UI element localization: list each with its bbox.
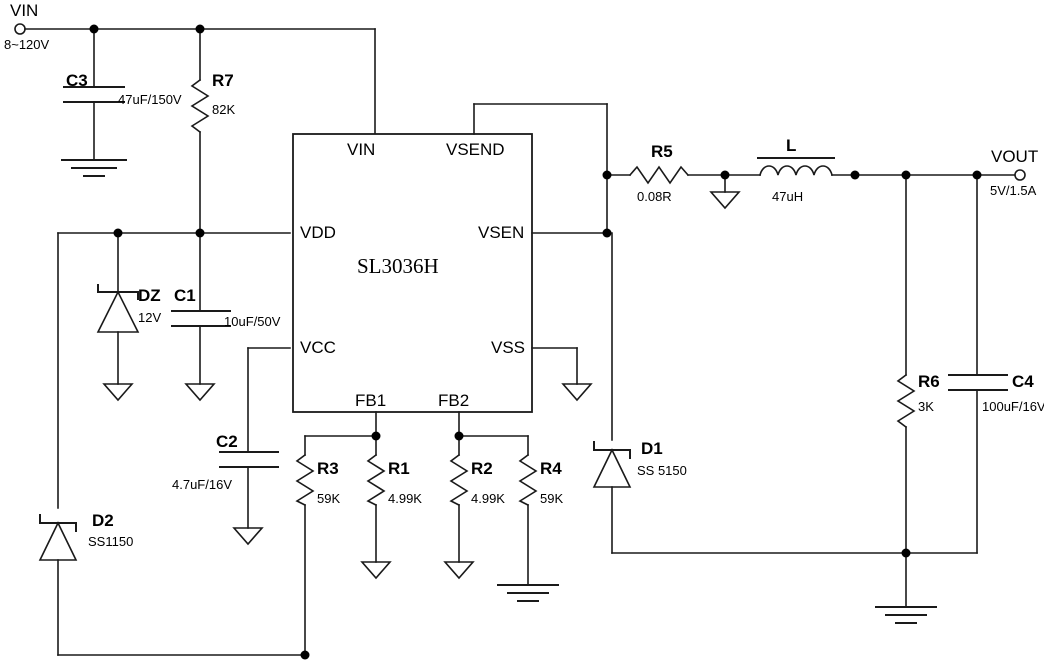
value-c1: 10uF/50V [224, 314, 281, 329]
value-r4: 59K [540, 491, 564, 506]
vin-terminal-spec: 8~120V [4, 37, 50, 52]
ref-c3: C3 [66, 71, 88, 90]
junction-dot [602, 170, 612, 180]
ref-l: L [786, 136, 797, 155]
ic-part-number: SL3036H [357, 254, 439, 278]
r5-node-ground-triangle [709, 191, 741, 210]
junction-dot [602, 228, 612, 238]
ref-r3: R3 [317, 459, 339, 478]
pin-label-vin: VIN [347, 140, 376, 159]
pin-label-vsen: VSEN [478, 223, 525, 242]
r1-ground-triangle [360, 561, 392, 580]
r3-zigzag [295, 453, 315, 507]
value-r1: 4.99K [388, 491, 422, 506]
ic-body [292, 133, 533, 413]
value-d2: SS1150 [88, 534, 134, 549]
value-c4: 100uF/16V [982, 399, 1044, 414]
l-coils [759, 165, 833, 176]
pin-label-vsend: VSEND [446, 140, 505, 159]
junction-dot [972, 170, 982, 180]
pin-label-vcc: VCC [300, 338, 336, 357]
value-r3: 59K [317, 491, 341, 506]
pin-label-fb2: FB2 [438, 391, 470, 410]
c2-ground-triangle [232, 527, 264, 546]
r2-ground-triangle [443, 561, 475, 580]
value-dz: 12V [138, 310, 162, 325]
pin-label-fb1: FB1 [355, 391, 387, 410]
ref-r1: R1 [388, 459, 410, 478]
ref-c1: C1 [174, 286, 196, 305]
r6-zigzag [896, 373, 916, 429]
r4-zigzag [518, 453, 538, 507]
ref-r7: R7 [212, 71, 234, 90]
ref-d2: D2 [92, 511, 114, 530]
ref-c2: C2 [216, 432, 238, 451]
r2-zigzag [449, 453, 469, 507]
value-r7: 82K [212, 102, 236, 117]
dz-ground-triangle [102, 383, 134, 402]
junction-dot [195, 228, 205, 238]
vout-terminal-spec: 5V/1.5A [990, 183, 1037, 198]
ref-r2: R2 [471, 459, 493, 478]
ref-d1: D1 [641, 439, 663, 458]
r1-zigzag [366, 453, 386, 507]
junction-dot [901, 548, 911, 558]
pin-label-vdd: VDD [300, 223, 336, 242]
vout-terminal-label: VOUT [991, 147, 1039, 166]
vin-terminal-circle [14, 23, 26, 35]
junction-dot [901, 170, 911, 180]
junction-dot [720, 170, 730, 180]
r5-zigzag [628, 165, 690, 185]
d2-triangle [38, 521, 78, 561]
ref-r4: R4 [540, 459, 562, 478]
junction-dot [89, 24, 99, 34]
ref-dz: DZ [138, 286, 161, 305]
value-c3: 47uF/150V [118, 92, 182, 107]
junction-dot [113, 228, 123, 238]
junction-dot [371, 431, 381, 441]
value-r5: 0.08R [637, 189, 672, 204]
junction-dot [300, 650, 310, 660]
ref-r6: R6 [918, 372, 940, 391]
r7-zigzag [190, 78, 210, 134]
junction-dot [850, 170, 860, 180]
dz-triangle [96, 290, 140, 333]
value-l: 47uH [772, 189, 804, 204]
value-r2: 4.99K [471, 491, 505, 506]
value-d1: SS 5150 [637, 463, 687, 478]
pin-label-vss: VSS [491, 338, 526, 357]
c1-ground-triangle [184, 383, 216, 402]
vin-terminal-label: VIN [10, 1, 39, 20]
vss-ground-triangle [561, 383, 593, 402]
d1-triangle [592, 448, 632, 488]
value-c2: 4.7uF/16V [172, 477, 232, 492]
value-r6: 3K [918, 399, 934, 414]
junction-dot [195, 24, 205, 34]
ref-r5: R5 [651, 142, 673, 161]
vout-terminal-circle [1014, 169, 1026, 181]
ref-c4: C4 [1012, 372, 1034, 391]
junction-dot [454, 431, 464, 441]
